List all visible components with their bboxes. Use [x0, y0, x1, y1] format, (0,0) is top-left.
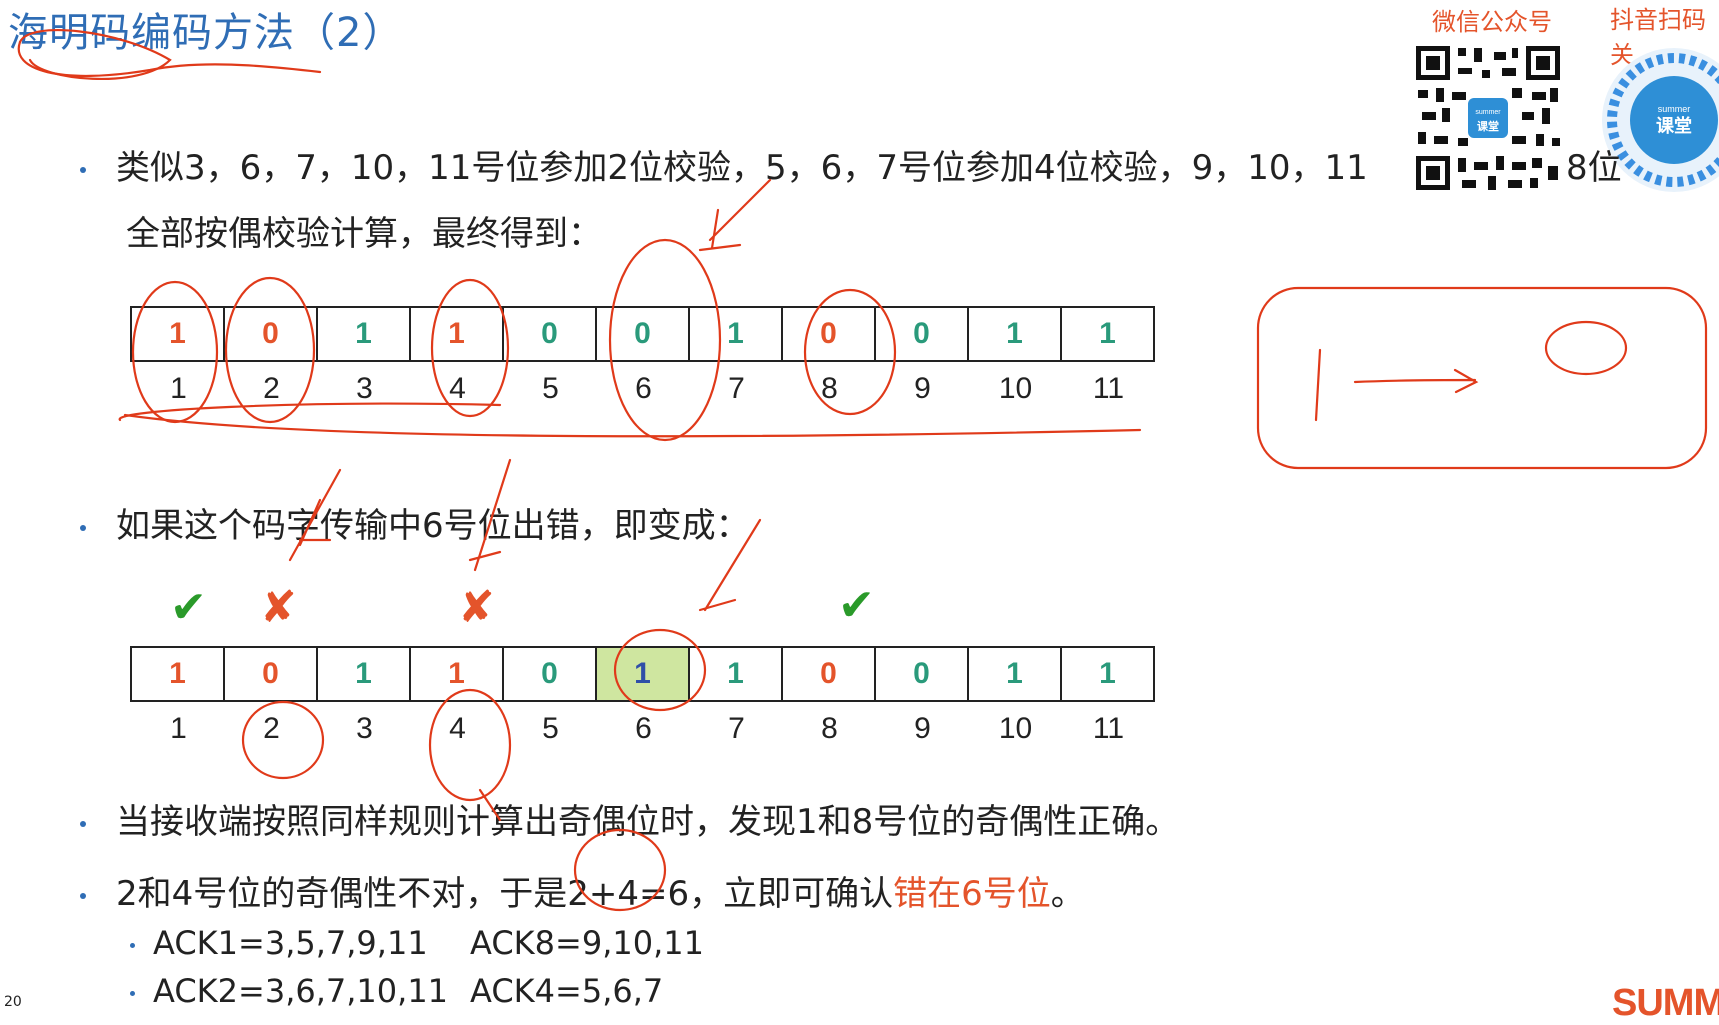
- bit-cell-11: 1: [1060, 306, 1155, 362]
- bullet-1-line2: 全部按偶校验计算，最终得到：: [126, 214, 602, 254]
- bullet-1-text: 类似3，6，7，10，11号位参加2位校验，5，6，7号位参加4位校验，9，10…: [116, 148, 1368, 188]
- bit-position-7: 7: [728, 372, 745, 405]
- check-icon-pos8: ✔: [838, 580, 875, 631]
- bit-position-9: 9: [914, 372, 931, 405]
- bullet-2: 如果这个码字传输中6号位出错，即变成：: [80, 498, 750, 547]
- bit-cell-3: 1: [316, 306, 411, 362]
- bit-position-9: 9: [914, 712, 931, 745]
- bit-cell-5: 0: [502, 306, 597, 362]
- bullet-dot: [80, 892, 86, 899]
- bullet-4-highlight: 错在6号位: [893, 874, 1051, 914]
- page-number: 20: [4, 994, 22, 1010]
- bullet-3-text: 当接收端按照同样规则计算出奇偶位时，发现1和8号位的奇偶性正确。: [116, 802, 1180, 842]
- bit-cell-4: 1: [409, 306, 504, 362]
- bit-cell-3: 1: [316, 646, 411, 702]
- bit-cell-1: 1: [130, 306, 225, 362]
- bit-cell-1: 1: [130, 646, 225, 702]
- ack2-text: ACK2=3,6,7,10,11: [153, 972, 449, 1010]
- bit-cell-11: 1: [1060, 646, 1155, 702]
- codeword-error-positions: 1 2 3 4 5 6 7 8 9 10 11: [132, 712, 1155, 746]
- bit-position-8: 8: [821, 712, 838, 745]
- bullet-3: 当接收端按照同样规则计算出奇偶位时，发现1和8号位的奇偶性正确。: [80, 794, 1179, 843]
- slide-title: 海明码编码方法（2）: [8, 10, 404, 56]
- bit-position-3: 3: [356, 372, 373, 405]
- bit-cell-6: 0: [595, 306, 690, 362]
- qr-logo-top: summer: [1475, 109, 1501, 116]
- bit-cell-2: 0: [223, 306, 318, 362]
- bit-position-5: 5: [542, 712, 559, 745]
- ack4-text: ACK4=5,6,7: [470, 972, 664, 1010]
- ack-row-2: ACK2=3,6,7,10,11 ACK4=5,6,7: [130, 972, 663, 1010]
- bit-position-7: 7: [728, 712, 745, 745]
- bit-position-4: 4: [449, 712, 466, 745]
- bit-cell-5: 0: [502, 646, 597, 702]
- bit-position-4: 4: [449, 372, 466, 405]
- bit-position-5: 5: [542, 372, 559, 405]
- bit-cell-8: 0: [781, 646, 876, 702]
- bit-position-2: 2: [263, 712, 280, 745]
- bullet-dot: [80, 524, 86, 531]
- bit-position-1: 1: [170, 372, 187, 405]
- bullet-1-tail: 8位: [1566, 148, 1622, 188]
- bit-position-11: 11: [1092, 372, 1125, 405]
- bit-cell-9: 0: [874, 306, 969, 362]
- brand-logo: SUMME: [1612, 982, 1719, 1024]
- codeword-original-positions: 1 2 3 4 5 6 7 8 9 10 11: [132, 372, 1155, 406]
- bullet-4-text: 2和4号位的奇偶性不对，于是2+4=6，立即可确认: [116, 874, 894, 914]
- bullet-dot: [80, 166, 86, 173]
- bit-cell-2: 0: [223, 646, 318, 702]
- douyin-logo-main: 课堂: [1656, 115, 1692, 137]
- bit-position-2: 2: [263, 372, 280, 405]
- bit-cell-10: 1: [967, 306, 1062, 362]
- bit-position-1: 1: [170, 712, 187, 745]
- bit-cell-9: 0: [874, 646, 969, 702]
- ack-row-1: ACK1=3,5,7,9,11 ACK8=9,10,11: [130, 924, 704, 962]
- cross-icon-pos2: ✘: [260, 582, 297, 633]
- qr-logo-main: 课堂: [1477, 119, 1499, 133]
- bullet-4-end: 。: [1050, 874, 1085, 914]
- bit-position-10: 10: [998, 372, 1033, 405]
- sub-bullet-dot: [130, 990, 135, 996]
- bit-cell-8: 0: [781, 306, 876, 362]
- douyin-logo-top: summer: [1658, 104, 1691, 114]
- ack8-text: ACK8=9,10,11: [470, 924, 704, 962]
- wechat-qr-code: summer 课堂: [1412, 42, 1564, 194]
- check-icon-pos1: ✔: [170, 582, 207, 633]
- bit-position-6: 6: [635, 712, 652, 745]
- douyin-qr-code: summer 课堂: [1602, 48, 1719, 192]
- bullet-2-text: 如果这个码字传输中6号位出错，即变成：: [116, 506, 750, 546]
- bit-cell-6: 1: [595, 646, 690, 702]
- bit-cell-10: 1: [967, 646, 1062, 702]
- bullet-dot: [80, 820, 86, 827]
- bit-position-10: 10: [998, 712, 1033, 745]
- sub-bullet-dot: [130, 942, 135, 948]
- bit-position-11: 11: [1092, 712, 1125, 745]
- cross-icon-pos4: ✘: [458, 582, 495, 633]
- bit-position-6: 6: [635, 372, 652, 405]
- bit-position-3: 3: [356, 712, 373, 745]
- ack1-text: ACK1=3,5,7,9,11: [153, 924, 428, 962]
- bit-cell-4: 1: [409, 646, 504, 702]
- bullet-4: 2和4号位的奇偶性不对，于是2+4=6，立即可确认错在6号位。: [80, 866, 1085, 915]
- bullet-1: 类似3，6，7，10，11号位参加2位校验，5，6，7号位参加4位校验，9，10…: [80, 140, 1368, 189]
- bit-cell-7: 1: [688, 646, 783, 702]
- douyin-label: 抖音扫码关: [1610, 6, 1706, 69]
- wechat-label: 微信公众号: [1432, 8, 1552, 36]
- bit-position-8: 8: [821, 372, 838, 405]
- bit-cell-7: 1: [688, 306, 783, 362]
